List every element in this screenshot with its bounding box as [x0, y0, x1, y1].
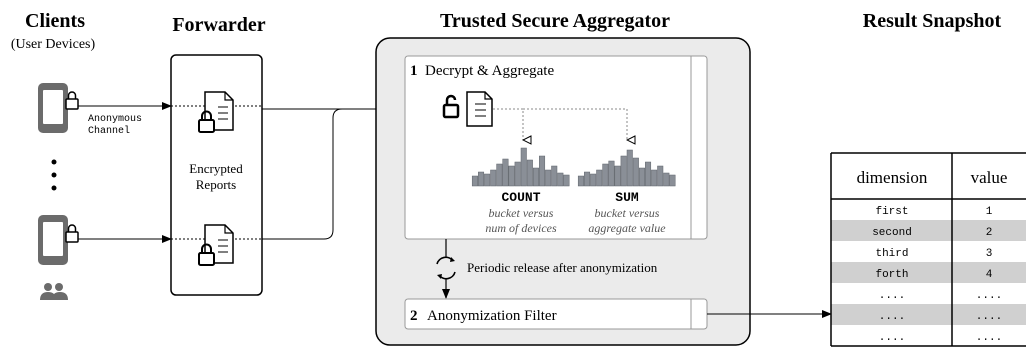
lock-icon	[198, 243, 215, 266]
table-cell-dimension: ....	[879, 311, 905, 323]
table-cell-value: 1	[986, 206, 993, 218]
release-label: Periodic release after anonymization	[467, 260, 658, 275]
histogram-bar	[596, 169, 603, 187]
decrypt-aggregate-panel	[404, 55, 708, 240]
people-icon	[40, 283, 68, 300]
table-cell-value: 3	[986, 248, 993, 260]
histogram-bar	[539, 155, 546, 187]
histogram-bar	[669, 174, 676, 187]
histogram-bar	[532, 167, 539, 187]
histogram-bar	[638, 167, 645, 187]
table-cell-value: ....	[976, 290, 1002, 302]
forwarder-report-bottom	[198, 224, 234, 266]
table-row	[831, 262, 1026, 283]
forwarder-title: Forwarder	[172, 14, 265, 36]
sum-caption-line1: bucket versus	[595, 206, 660, 220]
clients-subtitle: (User Devices)	[11, 37, 96, 52]
client-device-top	[38, 83, 79, 133]
histogram-bar	[663, 172, 670, 187]
refresh-icon	[436, 256, 456, 280]
histogram-bar	[632, 157, 639, 187]
document-icon	[466, 91, 493, 127]
table-cell-dimension: second	[872, 227, 912, 239]
lock-icon	[65, 224, 79, 243]
channel-label-line2: Channel	[88, 125, 130, 137]
table-cell-dimension: third	[875, 248, 908, 260]
sum-title: SUM	[615, 190, 639, 205]
unlock-icon	[442, 94, 460, 119]
table-cell-dimension: ....	[879, 332, 905, 344]
table-row	[831, 220, 1026, 241]
histogram-bar	[471, 175, 478, 187]
histogram-bar	[508, 165, 515, 187]
histogram-bar	[651, 169, 658, 187]
sum-caption-line2: aggregate value	[588, 221, 666, 235]
histogram-bar	[620, 155, 627, 187]
histogram-bar	[590, 173, 597, 187]
branch-to-sum	[523, 108, 627, 140]
histogram-bar	[602, 163, 609, 187]
channel-label-line1: Anonymous	[88, 114, 142, 125]
result-table: first 1 second 2 third 3 forth 4...............…	[830, 152, 1026, 347]
table-cell-value: 4	[986, 269, 993, 281]
histogram-bar	[490, 169, 497, 187]
histogram-bar	[514, 161, 521, 187]
table-header-value: value	[971, 168, 1008, 187]
histogram-bar	[626, 149, 633, 187]
table-cell-dimension: forth	[875, 269, 908, 281]
table-cell-value: 2	[986, 227, 993, 239]
step1-label: Decrypt & Aggregate	[425, 63, 554, 79]
count-histogram	[471, 147, 570, 187]
forwarder-label-line1: Encrypted	[189, 161, 243, 176]
histogram-bar	[557, 172, 564, 187]
histogram-bar	[563, 174, 570, 187]
aggregator-title: Trusted Secure Aggregator	[440, 10, 670, 32]
histogram-bar	[526, 159, 533, 187]
histogram-bar	[545, 169, 552, 187]
histogram-bar	[478, 171, 485, 187]
table-cell-value: ....	[976, 311, 1002, 323]
lock-icon	[198, 110, 215, 133]
histogram-bar	[657, 165, 664, 187]
table-header-dimension: dimension	[857, 168, 928, 187]
histogram-bar	[614, 165, 621, 187]
histogram-bar	[577, 175, 584, 187]
histogram-bar	[520, 147, 527, 187]
histogram-bar	[502, 158, 509, 187]
histogram-bar	[496, 163, 503, 187]
histogram-bar	[645, 161, 652, 187]
histogram-bar	[608, 160, 615, 187]
table-cell-dimension: ....	[879, 290, 905, 302]
step2-number: 2	[410, 308, 418, 324]
histogram-bar	[484, 173, 491, 187]
forwarder-report-top	[198, 91, 234, 133]
step1-number: 1	[410, 63, 418, 79]
histogram-bar	[551, 165, 558, 187]
clients-title: Clients	[25, 10, 85, 32]
forwarder-output-bottom	[262, 108, 352, 240]
count-caption-line1: bucket versus	[489, 206, 554, 220]
step2-label: Anonymization Filter	[427, 308, 557, 324]
sum-histogram	[577, 149, 676, 187]
ellipsis-dots	[51, 159, 57, 191]
table-cell-dimension: first	[875, 206, 908, 218]
result-title: Result Snapshot	[863, 10, 1002, 32]
table-cell-value: ....	[976, 332, 1002, 344]
count-title: COUNT	[501, 190, 540, 205]
histogram-bar	[584, 171, 591, 187]
forwarder-box	[170, 54, 263, 296]
count-caption-line2: num of devices	[485, 221, 557, 235]
lock-icon	[65, 91, 79, 110]
decrypted-report	[442, 91, 493, 127]
forwarder-label-line2: Reports	[196, 177, 236, 192]
table-row	[831, 304, 1026, 325]
client-device-bottom	[38, 215, 79, 265]
